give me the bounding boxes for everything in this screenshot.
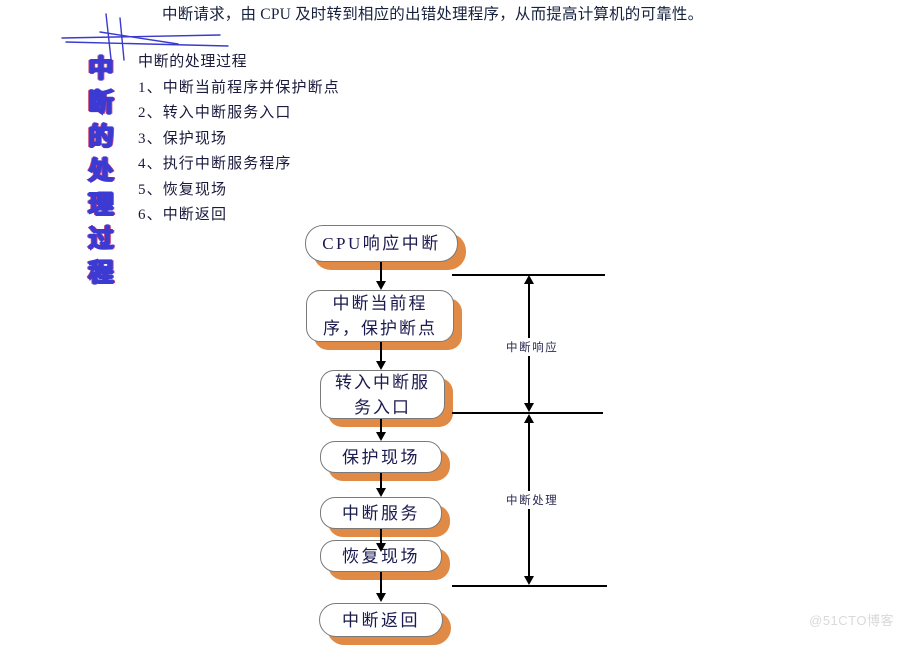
node-text-line: 中断当前程: [332, 294, 428, 313]
node-shadow: [328, 505, 450, 537]
list-item-label: 执行中断服务程序: [162, 156, 292, 172]
list-item-number: 4、: [138, 156, 163, 172]
list-item-number: 3、: [138, 130, 163, 147]
node-text-line: 中断返回: [342, 610, 420, 630]
vertical-title-char: 过: [88, 223, 115, 254]
node-text-line: 恢复现场: [342, 546, 420, 566]
list-item-number: 5、: [138, 181, 163, 198]
arrow-down-icon: [375, 361, 386, 370]
list-item-number: 2、: [138, 105, 163, 121]
node-text-line: 保护现场: [342, 447, 420, 467]
arrow-up-icon: [524, 414, 534, 423]
list-heading: 中断的处理过程: [138, 54, 248, 70]
flowchart-node-interrupt-service: 中断服务: [320, 497, 442, 529]
node-shadow: [313, 233, 466, 270]
flowchart-node-enter-service: 转入中断服 务入口: [320, 370, 445, 419]
list-item: 3、保护现场: [138, 127, 340, 153]
node-text-line: CPU响应中断: [322, 234, 441, 253]
connector-line: [380, 342, 382, 364]
node-text-line: 中断服务: [342, 503, 420, 523]
list-item: 1、中断当前程序并保护断点: [138, 76, 340, 102]
watermark: @51CTO博客: [809, 613, 894, 628]
flowchart-node-interrupt-current: 中断当前程 序，保护断点: [306, 290, 454, 342]
arrow-down-icon: [375, 488, 386, 497]
node-shadow: [328, 378, 453, 427]
flowchart-node-interrupt-return: 中断返回: [319, 603, 443, 637]
list-item-label: 中断当前程序并保护断点: [162, 79, 340, 96]
vertical-title-char: 的: [88, 121, 115, 152]
arrow-down-icon: [524, 403, 534, 412]
node-shadow: [328, 548, 450, 580]
node-shadow: [314, 298, 462, 350]
list-item-label: 保护现场: [162, 130, 228, 147]
connector-line: [380, 419, 382, 435]
bracket-span-response: [528, 277, 530, 410]
bracket-rail-middle: [452, 412, 603, 414]
arrow-down-icon: [375, 281, 386, 290]
connector-line: [380, 262, 382, 284]
arrow-down-icon: [375, 432, 386, 441]
node-text-line: 务入口: [354, 397, 411, 417]
vertical-section-title: 中 断 的 处 理 过 程: [80, 52, 122, 290]
node-text-line: 转入中断服: [335, 372, 430, 392]
bracket-label-processing: 中断处理: [503, 491, 562, 509]
intro-paragraph: 中断请求，由 CPU 及时转到相应的出错处理程序，从而提高计算机的可靠性。: [162, 6, 704, 23]
bracket-label-response: 中断响应: [503, 338, 562, 356]
list-item: 4、执行中断服务程序: [138, 152, 340, 178]
flowchart-node-save-context: 保护现场: [320, 441, 442, 473]
list-item-number: 6、: [138, 207, 163, 223]
process-step-list: 中断的处理过程 1、中断当前程序并保护断点 2、转入中断服务入口 3、保护现场 …: [138, 50, 340, 229]
list-item-label: 恢复现场: [162, 181, 228, 198]
arrow-down-icon: [375, 593, 386, 602]
list-item: 2、转入中断服务入口: [138, 101, 340, 127]
arrow-down-icon: [524, 576, 534, 585]
arrow-down-icon: [375, 543, 386, 552]
connector-line: [380, 572, 382, 596]
vertical-title-char: 理: [88, 189, 115, 220]
bracket-rail-bottom: [452, 585, 607, 587]
flowchart-node-restore-context: 恢复现场: [320, 540, 442, 572]
list-item: 6、中断返回: [138, 203, 340, 229]
node-shadow: [327, 611, 451, 645]
connector-line: [380, 529, 382, 546]
vertical-title-char: 中: [88, 53, 115, 84]
bracket-span-processing: [528, 416, 530, 583]
list-item-number: 1、: [138, 79, 163, 96]
vertical-title-char: 处: [88, 155, 115, 186]
vertical-title-char: 程: [88, 257, 115, 288]
node-shadow: [328, 449, 450, 481]
arrow-up-icon: [524, 275, 534, 284]
list-item: 5、恢复现场: [138, 178, 340, 204]
list-item-label: 中断返回: [162, 207, 228, 223]
flowchart-node-cpu-respond: CPU响应中断: [305, 225, 458, 262]
list-item-label: 转入中断服务入口: [162, 105, 292, 121]
connector-line: [380, 473, 382, 491]
bracket-rail-top: [452, 274, 605, 276]
vertical-title-char: 断: [88, 87, 115, 118]
node-text-line: 序，保护断点: [323, 319, 437, 338]
